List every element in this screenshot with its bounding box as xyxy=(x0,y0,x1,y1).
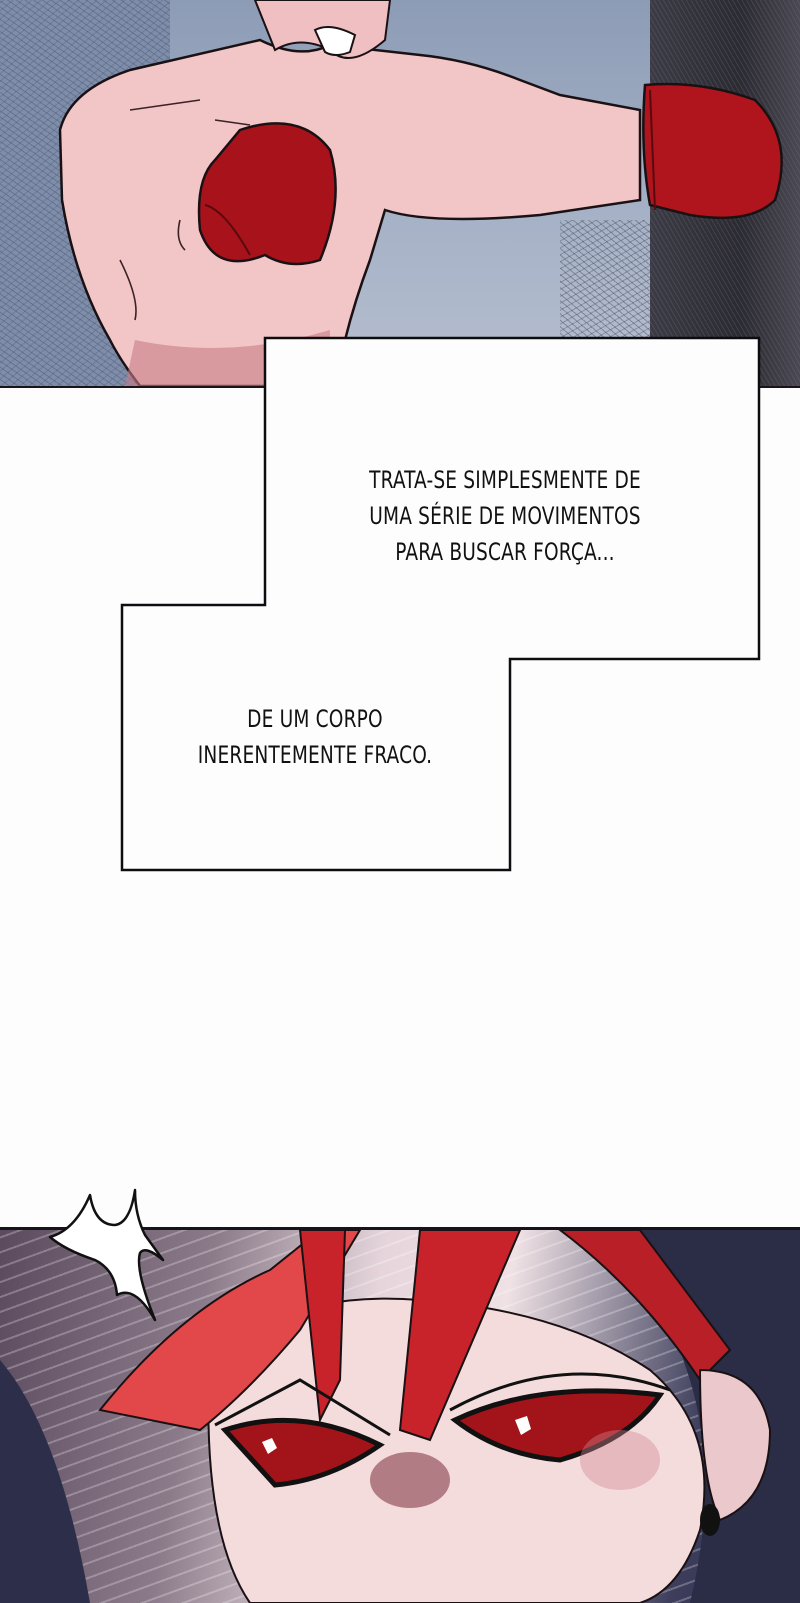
caption-1-line-2: UMA SÉRIE DE MOVIMENTOS xyxy=(369,502,641,530)
caption-2-line-1: DE UM CORPO xyxy=(247,705,383,733)
angry-face-illustration xyxy=(0,1230,800,1603)
panel-angry-face xyxy=(0,1227,800,1603)
caption-1-line-3: PARA BUSCAR FORÇA... xyxy=(395,538,615,566)
emphasis-burst-icon xyxy=(48,1188,165,1322)
boxer-illustration xyxy=(58,0,783,386)
caption-2-line-2: INERENTEMENTE FRACO. xyxy=(197,741,433,769)
caption-1-line-1: TRATA-SE SIMPLESMENTE DE xyxy=(369,466,641,494)
caption-2: DE UM CORPO INERENTEMENTE FRACO. xyxy=(165,701,466,773)
caption-1: TRATA-SE SIMPLESMENTE DE UMA SÉRIE DE MO… xyxy=(329,462,682,570)
panel-boxer xyxy=(0,0,800,388)
